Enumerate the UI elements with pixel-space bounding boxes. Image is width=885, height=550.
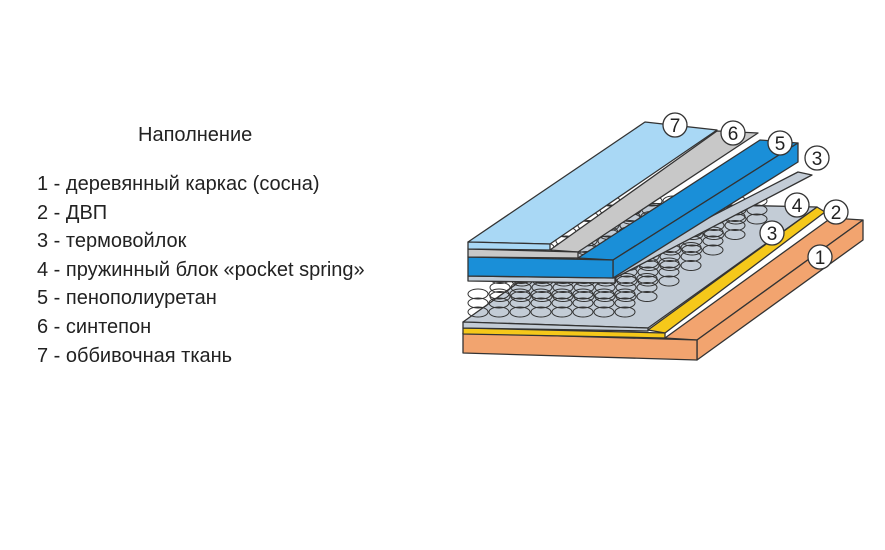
spring-coil (489, 282, 511, 293)
spring-coil (530, 306, 552, 318)
layer-padding (467, 130, 759, 259)
callout-number: 3 (767, 224, 778, 245)
callout-number: 2 (831, 203, 842, 224)
callout-circle (759, 220, 785, 246)
spring-coil (615, 282, 637, 293)
spring-coil (658, 275, 680, 287)
spring-coil (551, 306, 573, 318)
spring-coil (615, 291, 637, 302)
spring-coil (572, 306, 594, 318)
spring-coil (572, 297, 594, 309)
spring-coil (746, 213, 768, 225)
callout-number: 5 (775, 134, 786, 155)
callout-number: 1 (815, 248, 826, 269)
spring-coil (552, 291, 574, 302)
legend-item: 3 - термовойлок (37, 230, 187, 253)
spring-coil (467, 306, 489, 318)
spring-coil (509, 297, 531, 309)
callout-circle (807, 244, 833, 270)
spring-coil (616, 275, 638, 287)
layer-foam (467, 139, 799, 279)
spring-coil (703, 229, 725, 240)
legend-item: 1 - деревянный каркас (сосна) (37, 173, 320, 195)
spring-coil (593, 297, 615, 309)
spring-coil (636, 291, 658, 302)
spring-coil (530, 297, 552, 309)
spring-coil (702, 244, 724, 256)
spring-coil (680, 260, 702, 271)
spring-coil (659, 251, 681, 262)
spring-coil (467, 288, 489, 300)
spring-coil (510, 291, 532, 302)
spring-coil (724, 220, 746, 231)
callout-number: 3 (812, 149, 823, 170)
callout-circle (662, 112, 688, 138)
legend-item: 4 - пружинный блок «pocket spring» (37, 258, 365, 281)
legend-item: 2 - ДВП (37, 201, 108, 224)
spring-coil (594, 291, 616, 302)
callout-circle (720, 120, 746, 146)
legend-item: 5 - пенополиуретан (37, 287, 217, 310)
layer-fabric (467, 121, 718, 251)
spring-coil (551, 297, 573, 309)
spring-coil (681, 244, 703, 256)
callout-number: 7 (670, 116, 681, 137)
callout-circle (804, 145, 830, 171)
spring-coil (658, 266, 680, 278)
spring-coil (637, 266, 659, 278)
callout-circle (823, 199, 849, 225)
spring-coil (488, 306, 510, 318)
spring-coil (573, 291, 595, 302)
legend-list: 1 - деревянный каркас (сосна) 2 - ДВП 3 … (37, 170, 365, 370)
spring-coil (509, 306, 531, 318)
callout-number: 4 (792, 196, 803, 217)
spring-coil (702, 235, 724, 247)
spring-coil (680, 251, 702, 262)
callout-circle (767, 130, 793, 156)
spring-coil (489, 291, 511, 302)
spring-coil (510, 282, 532, 293)
spring-coil (637, 275, 659, 287)
spring-coil (614, 306, 636, 318)
legend-title: Наполнение (138, 124, 253, 146)
spring-coil (531, 291, 553, 302)
legend-item: 6 - синтепон (37, 315, 152, 338)
spring-coil (636, 282, 658, 293)
spring-coil (614, 297, 636, 309)
callout-circle (784, 192, 810, 218)
spring-coil (746, 204, 768, 216)
spring-coil (593, 306, 615, 318)
legend-item: 7 - оббивочная ткань (37, 344, 233, 367)
spring-coil (488, 297, 510, 309)
spring-coil (467, 297, 489, 309)
callout-number: 6 (728, 124, 739, 145)
spring-coil (659, 260, 681, 271)
spring-coil (724, 229, 746, 240)
